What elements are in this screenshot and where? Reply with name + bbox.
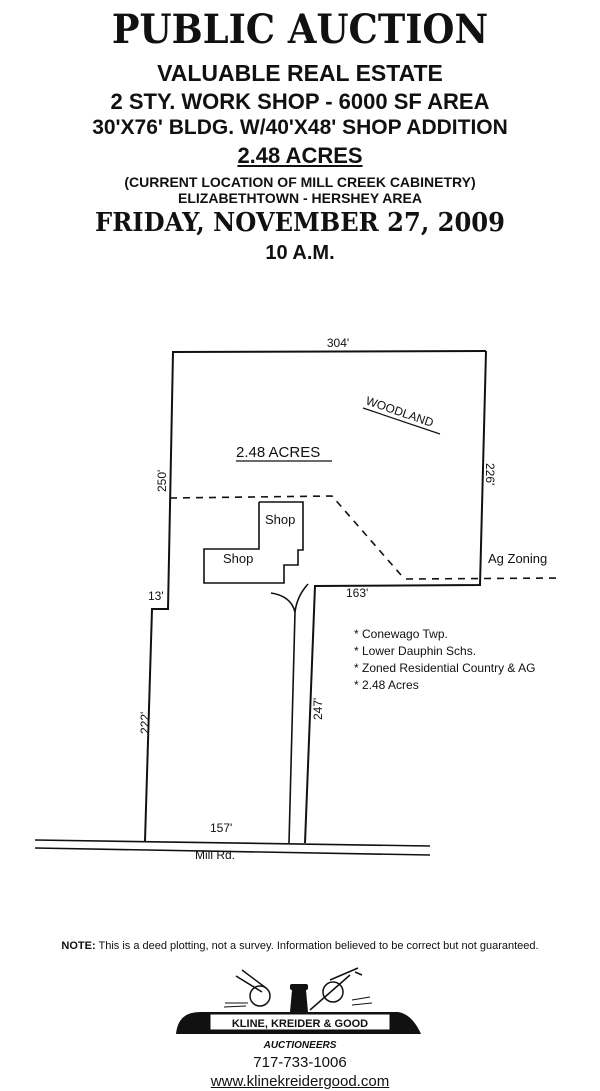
acreage: 2.48 ACRES (237, 143, 363, 168)
auction-title: PUBLIC AUCTION (111, 6, 489, 53)
auctioneers-label: AUCTIONEERS (263, 1040, 337, 1051)
ag-zoning-label: Ag Zoning (488, 551, 547, 566)
website-link[interactable]: www.klinekreidergood.com (210, 1073, 390, 1090)
building-outline (203, 501, 304, 584)
driveway (270, 583, 309, 844)
subtitle: VALUABLE REAL ESTATE (157, 60, 443, 86)
note-label: NOTE: (61, 940, 96, 952)
building-description: 2 STY. WORK SHOP - 6000 SF AREA (110, 89, 490, 114)
shop-label-lower: Shop (223, 551, 253, 566)
auction-date: FRIDAY, NOVEMBER 27, 2009 (95, 208, 505, 238)
dim-road: 157' (210, 821, 232, 835)
company-name: KLINE, KREIDER & GOOD (232, 1018, 368, 1030)
dim-right: 226' (483, 463, 497, 485)
road-label: Mill Rd. (195, 848, 235, 862)
auction-time: 10 A.M. (265, 242, 335, 264)
property-boundary (144, 350, 487, 842)
disclaimer-note: NOTE: This is a deed plotting, not a sur… (0, 940, 600, 952)
ag-zoning-line (405, 577, 561, 580)
zoning-line (169, 495, 402, 576)
note-acres: * 2.48 Acres (354, 678, 419, 692)
dim-left-upper: 250' (155, 470, 169, 492)
area: ELIZABETHTOWN - HERSHEY AREA (178, 190, 422, 206)
mill-road (34, 839, 431, 856)
note-text: This is a deed plotting, not a survey. I… (95, 940, 539, 952)
woodland-underline (362, 407, 441, 435)
dim-top: 304' (327, 336, 349, 350)
dim-jog: 13' (148, 589, 164, 603)
building-dimensions: 30'X76' BLDG. W/40'X48' SHOP ADDITION (92, 116, 508, 139)
current-location: (CURRENT LOCATION OF MILL CREEK CABINETR… (124, 174, 476, 190)
shop-label-upper: Shop (265, 512, 295, 527)
auctioneer-logo: KLINE, KREIDER & GOOD (176, 967, 421, 1034)
note-township: * Conewago Twp. (354, 627, 448, 641)
dim-drive: 247' (311, 698, 325, 720)
dim-inner: 163' (346, 586, 368, 600)
note-zoning: * Zoned Residential Country & AG (354, 661, 535, 675)
phone-number: 717-733-1006 (253, 1054, 347, 1071)
acres-label: 2.48 ACRES (236, 444, 320, 461)
dim-left-lower: 222' (138, 712, 152, 734)
note-schools: * Lower Dauphin Schs. (354, 644, 476, 658)
property-boundary-right (304, 350, 487, 844)
